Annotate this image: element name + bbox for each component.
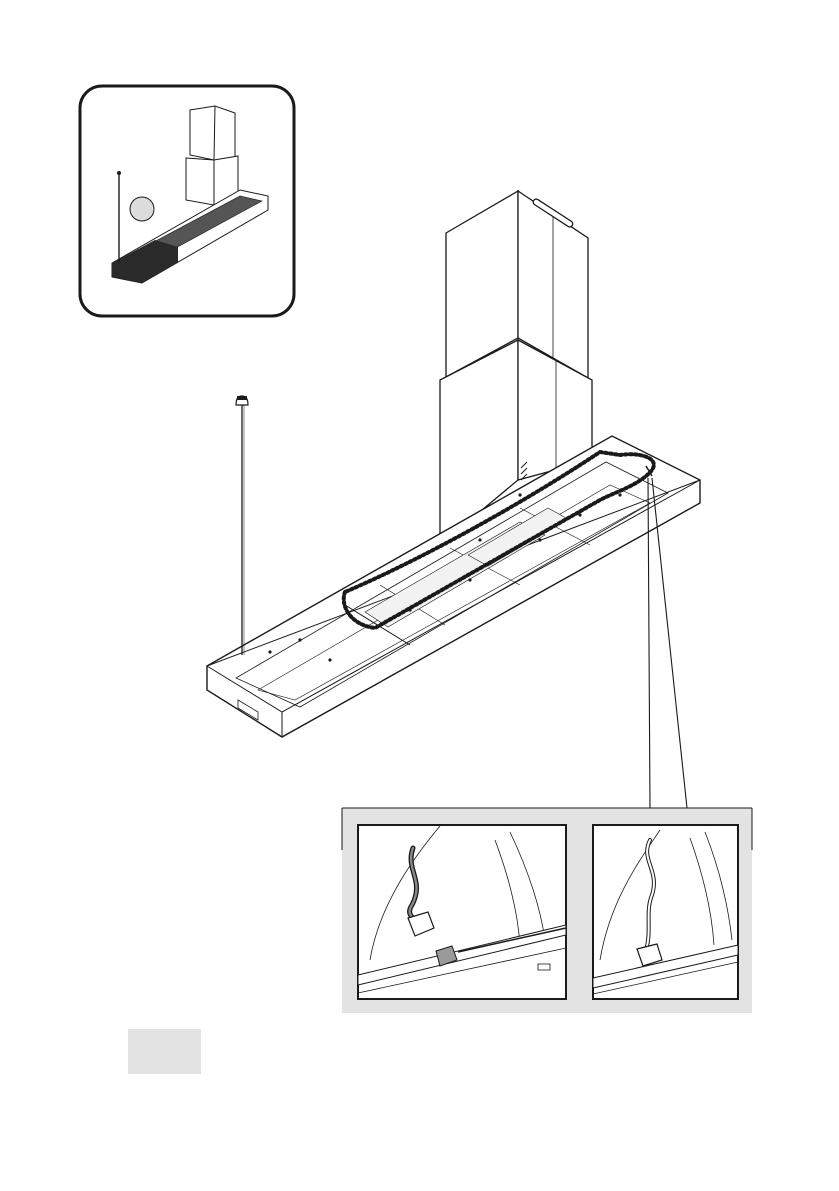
detail-connector-plugged <box>593 825 738 999</box>
overview-marker-circle <box>130 197 154 221</box>
overview-inset <box>80 86 294 316</box>
detail-connector-detached <box>358 825 566 999</box>
suspension-cable <box>236 396 248 655</box>
connector-detail-panel <box>342 808 752 1013</box>
step-number-box <box>128 1029 201 1074</box>
